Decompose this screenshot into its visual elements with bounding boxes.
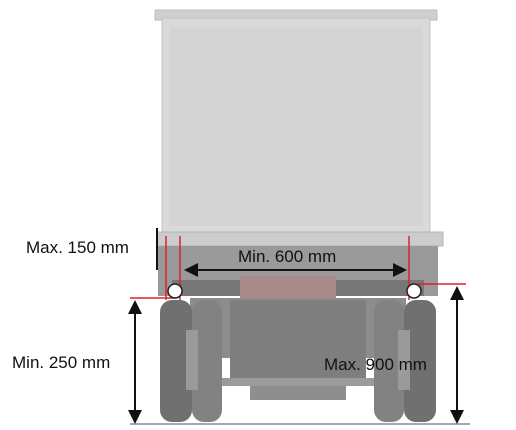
right-inner-tyre — [374, 300, 404, 422]
right-wheel-hub — [398, 330, 410, 390]
rear-crossmember — [210, 378, 386, 386]
right-rear-lamp — [406, 283, 422, 299]
left-rear-lamp — [167, 283, 183, 299]
max-900-arrow-top-head — [450, 286, 464, 300]
max-side-offset-label: Max. 150 mm — [26, 238, 129, 257]
axle-housing — [230, 300, 366, 380]
min-600-arrow-left-head — [184, 263, 198, 277]
left-wheel-hub — [186, 330, 198, 390]
lower-support — [250, 386, 346, 400]
left-outer-tyre — [160, 300, 192, 422]
min-250-arrow-top-head — [128, 300, 142, 314]
cargo-box-bottom-rim — [156, 231, 444, 247]
left-inner-tyre — [192, 300, 222, 422]
center-rear-panel — [240, 276, 336, 300]
max-900-arrow-bottom-head — [450, 410, 464, 424]
cargo-box-panel — [170, 28, 422, 226]
right-outer-tyre — [404, 300, 436, 422]
min-250-arrow-bottom-head — [128, 410, 142, 424]
min-light-spacing-label: Min. 600 mm — [238, 247, 337, 266]
max-height-label: Max. 900 mm — [324, 355, 427, 374]
min-600-arrow-right-head — [393, 263, 407, 277]
min-height-label: Min. 250 mm — [12, 353, 111, 372]
